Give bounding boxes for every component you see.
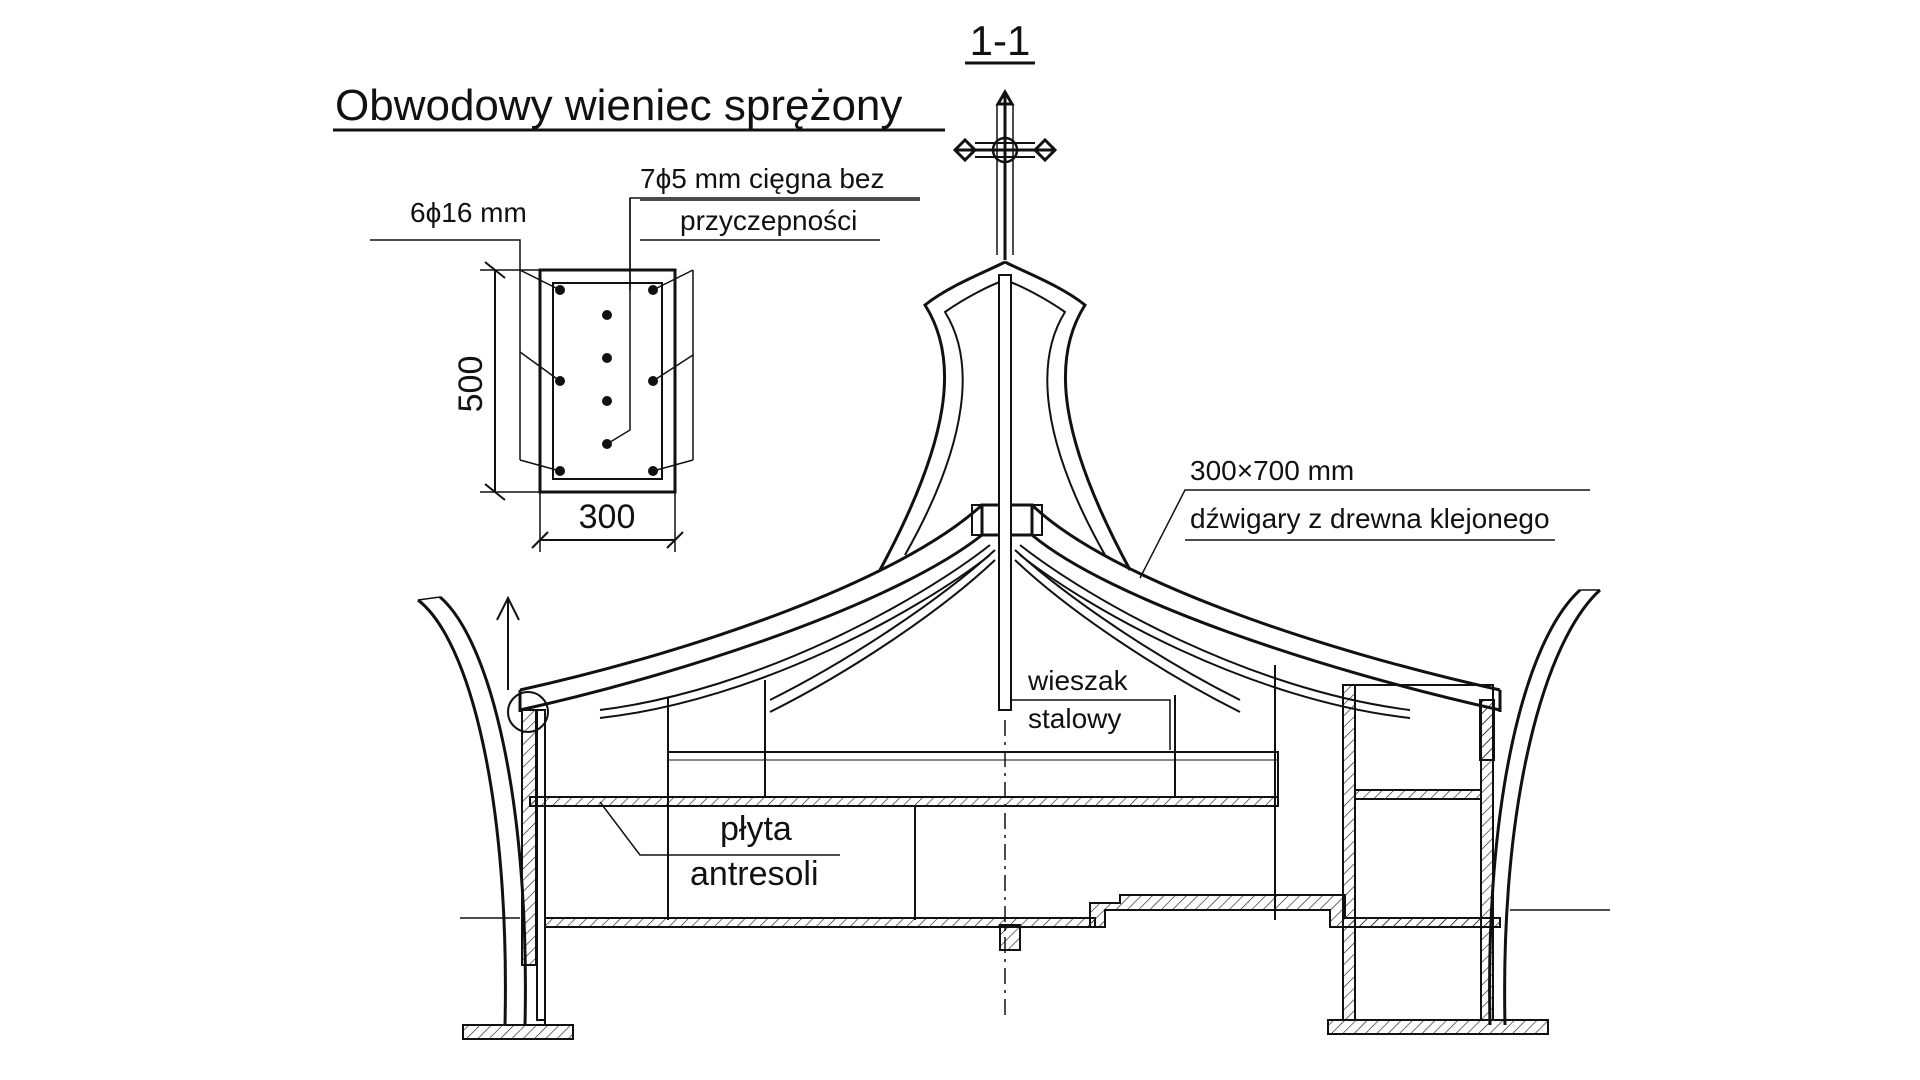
dim-tick (531, 531, 549, 549)
girder-label-line2: dźwigary z drewna klejonego (1190, 503, 1550, 534)
slab-leader (599, 801, 840, 856)
beam-section-outer (538, 268, 677, 494)
slab-label-line2: antresoli (690, 855, 819, 893)
slab-label-line1: płyta (720, 810, 792, 848)
section-label: 1-1 (970, 17, 1031, 64)
leader-rebar-6 (652, 269, 694, 291)
leader-rebar-8 (652, 354, 694, 382)
tendon (602, 353, 612, 363)
leader-rebar-5 (519, 459, 561, 472)
detail-marker-circle (507, 691, 549, 733)
leader-rebar-9 (652, 459, 694, 472)
tendon-label-line1: 7ϕ5 mm cięgna bez (640, 163, 884, 194)
dim-tick (666, 531, 684, 549)
leader-rebar-3 (519, 351, 561, 382)
detail-title: Obwodowy wieniec sprężony (335, 81, 902, 130)
dim-width-text: 300 (579, 498, 636, 536)
rebar-label: 6ϕ16 mm (410, 197, 527, 228)
girder-callout (1139, 489, 1590, 579)
tendon (602, 396, 612, 406)
hanger-leader (1010, 699, 1171, 750)
cross-icon (952, 89, 1058, 260)
tendon-label-line2: przyczepności (680, 205, 857, 236)
girder-label-line1: 300×700 mm (1190, 455, 1354, 486)
arrow-up-icon (496, 595, 520, 690)
leader-rebar (370, 239, 561, 291)
roof-girders (518, 503, 1502, 719)
hanger-label-line1: wieszak (1027, 665, 1129, 696)
dim-tick (484, 261, 506, 279)
dim-height-text: 500 (452, 356, 490, 413)
steel-hanger (998, 274, 1012, 711)
beam-section-inner (552, 282, 663, 480)
ring-beam-detail: 6ϕ16 mm 7ϕ5 mm cięgna bez przyczepności … (370, 163, 920, 552)
building-structure (417, 588, 1610, 1040)
tendon (602, 310, 612, 320)
leader-tendon (606, 197, 920, 445)
hanger-label-line2: stalowy (1028, 703, 1121, 734)
dim-tick (484, 483, 506, 501)
